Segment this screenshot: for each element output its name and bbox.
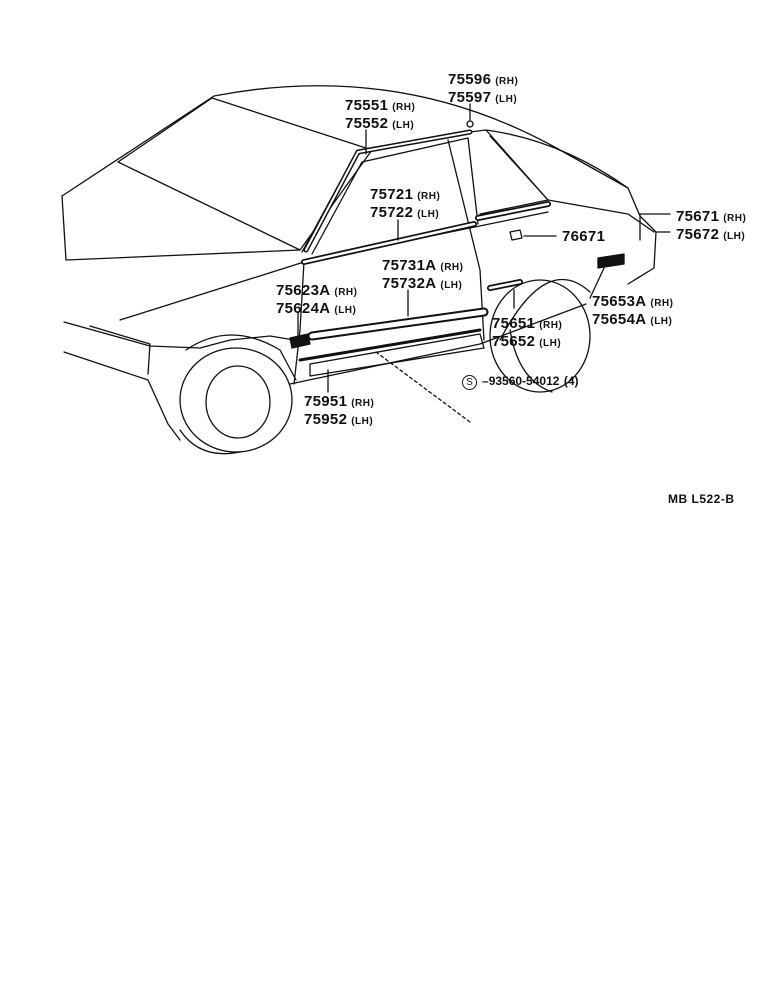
rear-wheel [489, 279, 591, 393]
clip [466, 120, 474, 128]
window-frame-inner [311, 137, 479, 255]
part-label-75951: 75951(RH) 75952(LH) [304, 393, 375, 428]
emblem [509, 229, 523, 241]
part-label-75596: 75596(RH) 75597(LH) [448, 71, 519, 106]
quarter-line [547, 199, 655, 233]
screw-quantity: (4) [563, 374, 579, 388]
screw-part-number: 93560-54012 [488, 374, 560, 388]
roof-line [61, 85, 629, 197]
rocker-moulding [298, 328, 482, 362]
part-label-75671: 75671(RH) 75672(LH) [676, 208, 747, 243]
rear-quarter-moulding-core [488, 280, 522, 290]
hood-line [61, 195, 301, 261]
screw-symbol-icon: S [462, 375, 477, 390]
diagram-code: MB L522-B [668, 492, 735, 506]
front-wheel-arch [185, 334, 297, 381]
screw-label: S–93560-54012 (4) [462, 373, 579, 390]
part-label-75731: 75731A(RH) 75732A(LH) [382, 257, 464, 292]
part-label-75623: 75623A(RH) 75624A(LH) [276, 282, 358, 317]
belt-moulding-front-core [302, 222, 476, 264]
drip-moulding-core [305, 131, 471, 251]
part-label-75721: 75721(RH) 75722(LH) [370, 186, 441, 221]
rear-window [479, 135, 549, 215]
rear-side-marker [597, 253, 625, 269]
part-label-76671: 76671 [562, 228, 606, 245]
rear-wheel-arch [499, 278, 591, 341]
front-tire-bottom [179, 429, 241, 455]
leader-75653 [589, 267, 605, 299]
side-moulding-core [309, 309, 487, 339]
part-label-75551: 75551(RH) 75552(LH) [345, 97, 416, 132]
front-wheel [179, 347, 293, 453]
part-label-75651: 75651(RH) 75652(LH) [492, 315, 563, 350]
leader-screw [375, 351, 471, 423]
rocker-line [289, 303, 587, 385]
front-fender [63, 321, 295, 349]
rear-deck [485, 129, 657, 285]
part-label-75653: 75653A(RH) 75654A(LH) [592, 293, 674, 328]
rocker-panel [309, 333, 485, 377]
windshield [117, 97, 373, 251]
belt-moulding-rear-core [476, 202, 550, 220]
rear-wheel-inner [509, 329, 553, 393]
front-wheel-rim [205, 365, 271, 439]
front-fender-moulding [289, 333, 311, 349]
front-headlight [89, 325, 151, 375]
front-bumper [63, 351, 181, 441]
leader-75671 [639, 213, 671, 241]
door-front-edge [293, 261, 305, 385]
